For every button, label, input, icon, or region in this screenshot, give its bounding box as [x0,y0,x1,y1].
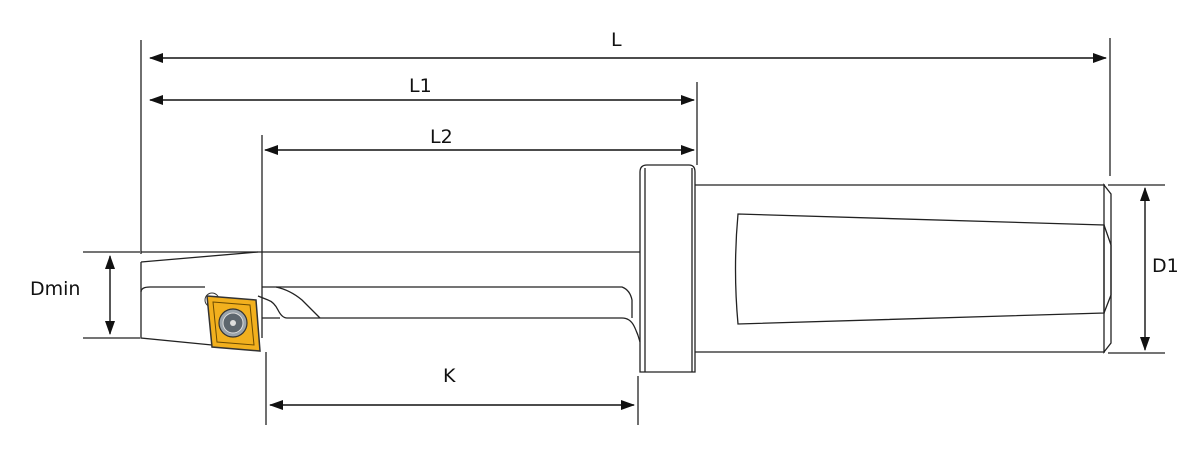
label-L1: L1 [409,75,432,97]
label-L: L [611,29,622,51]
label-Dmin: Dmin [30,278,80,300]
label-D1: D1 [1152,255,1179,277]
flange [639,164,696,373]
label-K: K [443,365,456,387]
extension-lines [83,38,1165,425]
shank [695,183,1112,354]
label-L2: L2 [430,126,453,148]
boring-bar [140,251,641,346]
insert-icon [204,292,261,352]
